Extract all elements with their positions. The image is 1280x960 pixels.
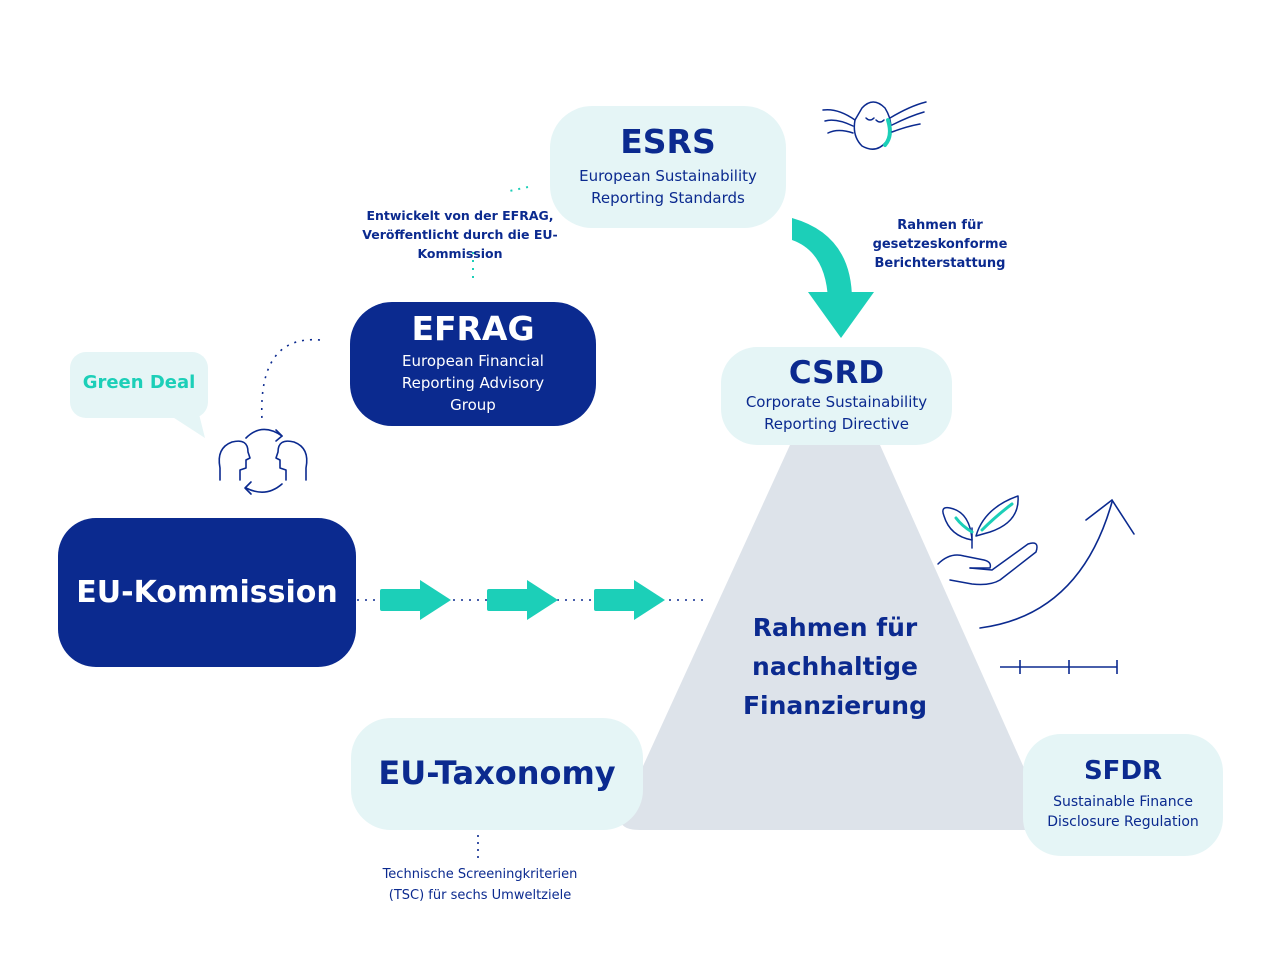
esrs-box: ESRS European Sustainability Reporting S… [550, 106, 786, 228]
green-deal-label: Green Deal [82, 372, 196, 393]
speech-bubble-icon [70, 352, 208, 438]
esrs-title: ESRS [620, 121, 716, 161]
efrag-note-line-2: Veröffentlicht durch die EU- [362, 227, 558, 242]
flow-arrow-2 [487, 580, 558, 620]
esrs-csrd-arrow [792, 218, 874, 338]
efrag-note: Entwickelt von der EFRAG, Veröffentlicht… [355, 206, 565, 263]
owl-icon [822, 101, 927, 150]
efrag-title: EFRAG [411, 308, 535, 348]
csrd-subtitle-line-2: Reporting Directive [764, 415, 909, 434]
csrd-title: CSRD [788, 354, 885, 391]
sfdr-subtitle-line-2: Disclosure Regulation [1047, 813, 1199, 830]
triangle-label: Rahmen für nachhaltige Finanzierung [705, 608, 965, 725]
growth-arrow-icon [979, 498, 1135, 629]
esrs-subtitle-line-2: Reporting Standards [591, 189, 745, 208]
reporting-note-line-1: Rahmen für [897, 218, 983, 233]
eu-kommission-box: EU-Kommission [58, 518, 356, 667]
timeline-icon [1000, 660, 1118, 674]
eu-taxonomy-title: EU-Taxonomy [378, 754, 616, 793]
finance-triangle [620, 445, 1046, 830]
reporting-note-line-2: gesetzeskonforme [872, 237, 1008, 252]
efrag-subtitle-line-3: Group [450, 396, 496, 415]
csrd-box: CSRD Corporate Sustainability Reporting … [721, 347, 952, 445]
esrs-subtitle-line-1: European Sustainability [579, 167, 757, 186]
tsc-note: Technische Screeningkriterien (TSC) für … [355, 864, 605, 906]
flow-arrow-1 [380, 580, 451, 620]
reporting-note: Rahmen für gesetzeskonforme Berichtersta… [862, 216, 1018, 273]
efrag-box: EFRAG European Financial Reporting Advis… [350, 302, 596, 426]
esrs-note-connector [504, 186, 529, 193]
sfdr-box: SFDR Sustainable Finance Disclosure Regu… [1023, 734, 1223, 856]
efrag-people-connector [260, 338, 321, 421]
sfdr-title: SFDR [1083, 756, 1163, 787]
flow-arrow-3 [594, 580, 665, 620]
efrag-note-line-1: Entwickelt von der EFRAG, [366, 208, 554, 223]
efrag-subtitle-line-1: European Financial [402, 352, 544, 371]
people-exchange-icon [218, 428, 308, 495]
sfdr-subtitle-line-1: Sustainable Finance [1053, 793, 1193, 810]
reporting-note-line-3: Berichterstattung [874, 256, 1006, 271]
efrag-subtitle-line-2: Reporting Advisory [401, 374, 545, 393]
tsc-note-line-1: Technische Screeningkriterien [382, 867, 578, 882]
triangle-label-line-2: nachhaltige [752, 652, 918, 681]
eu-taxonomy-box: EU-Taxonomy [351, 718, 643, 830]
tsc-note-line-2: (TSC) für sechs Umweltziele [388, 888, 572, 903]
csrd-subtitle-line-1: Corporate Sustainability [745, 393, 928, 412]
efrag-note-line-3: Kommission [417, 246, 503, 261]
hand-plant-icon [937, 495, 1038, 586]
eu-kommission-title: EU-Kommission [76, 574, 338, 610]
triangle-label-line-3: Finanzierung [742, 691, 927, 720]
triangle-label-line-1: Rahmen für [752, 613, 918, 642]
